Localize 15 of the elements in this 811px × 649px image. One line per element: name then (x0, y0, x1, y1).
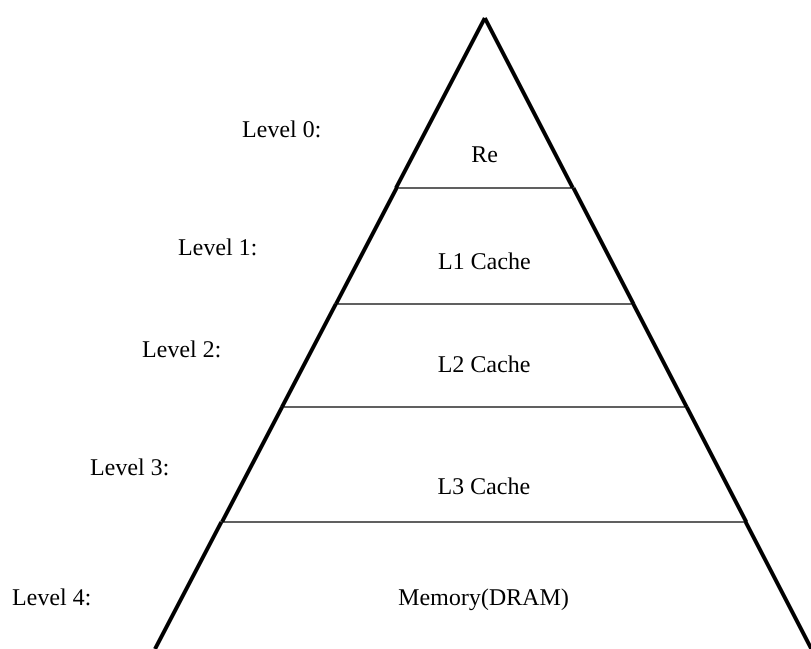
band-label: L2 Cache (436, 351, 532, 379)
pyramid-band (222, 407, 746, 522)
band-label: L3 Cache (436, 473, 532, 501)
level-label: Level 4: (12, 584, 92, 612)
level-label: Level 0: (242, 116, 322, 144)
level-label: Level 1: (178, 234, 258, 262)
level-label: Level 2: (142, 336, 222, 364)
level-label: Level 3: (90, 454, 170, 482)
pyramid-band (282, 304, 686, 407)
pyramid-band (396, 18, 574, 188)
band-label: Re (470, 141, 499, 169)
band-label: L1 Cache (437, 248, 532, 276)
pyramid-band (155, 522, 811, 649)
pyramid-band (336, 188, 634, 304)
band-label: Memory(DRAM) (397, 584, 570, 612)
